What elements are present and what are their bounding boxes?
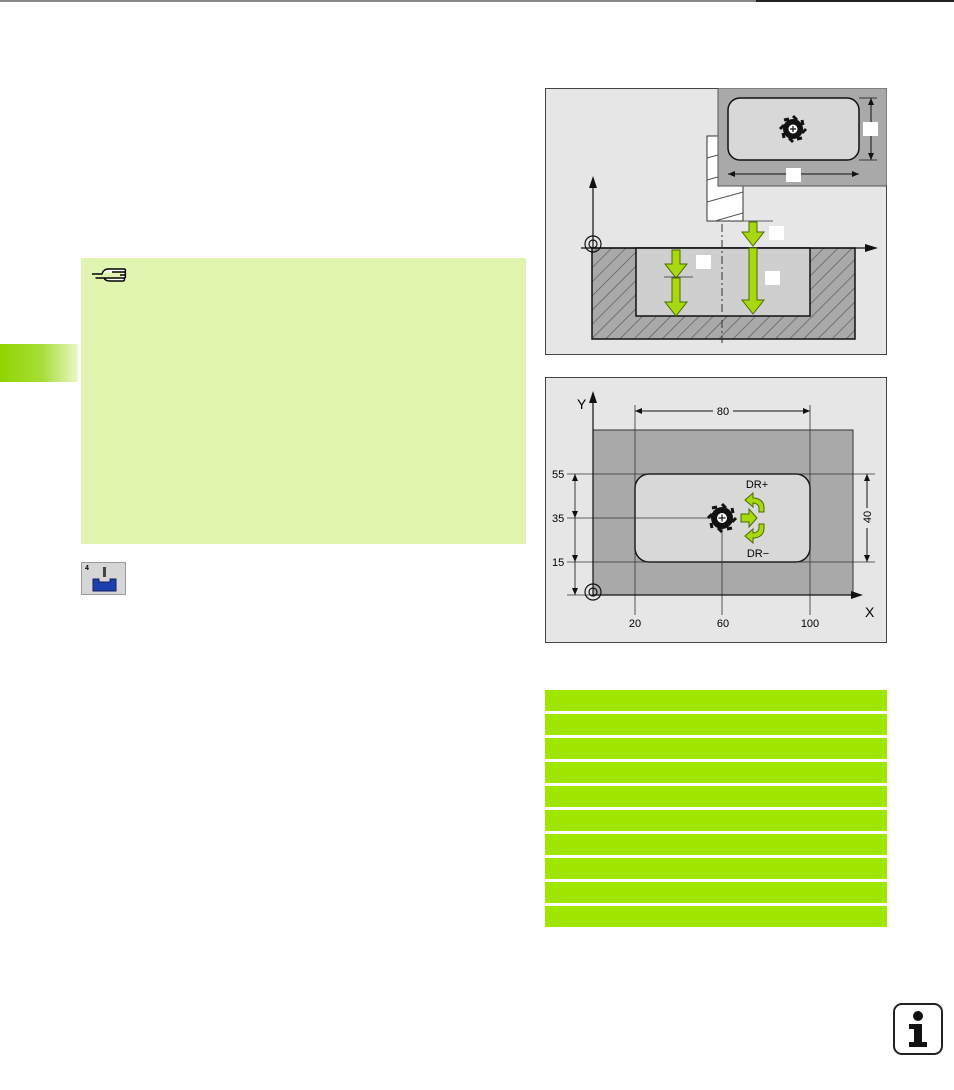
x-tick-100: 100 xyxy=(801,618,819,630)
parameter-table xyxy=(545,690,887,930)
axis-y-label: Y xyxy=(577,396,587,412)
origin-datum-icon xyxy=(584,583,602,601)
y-tick-55: 55 xyxy=(552,469,564,481)
x-tick-20: 20 xyxy=(629,618,641,630)
depth-diagram xyxy=(545,88,887,355)
callout-box-2 xyxy=(863,122,878,136)
note-box xyxy=(81,258,526,544)
axis-x-label: X xyxy=(865,604,875,620)
param-row xyxy=(545,690,887,711)
cutter-icon xyxy=(778,114,808,144)
callout-box-3 xyxy=(769,226,784,240)
y-tick-35: 35 xyxy=(552,513,564,525)
dim-width-label: 80 xyxy=(717,406,729,418)
info-icon xyxy=(909,1011,927,1047)
param-row xyxy=(545,810,887,831)
param-row xyxy=(545,882,887,903)
page-top-rule xyxy=(0,0,954,2)
chapter-side-tab xyxy=(0,344,78,382)
param-row xyxy=(545,762,887,783)
param-row xyxy=(545,714,887,735)
cutter-icon xyxy=(706,502,738,534)
dim-height-label: 40 xyxy=(862,511,874,523)
param-row xyxy=(545,834,887,855)
param-row xyxy=(545,738,887,759)
page-top-rule-accent xyxy=(756,0,954,2)
info-button[interactable] xyxy=(893,1003,943,1055)
callout-box-5 xyxy=(765,271,780,285)
param-row xyxy=(545,906,887,927)
pocket-milling-softkey[interactable]: 4 xyxy=(81,562,126,595)
pocket xyxy=(635,247,811,317)
datum-icon xyxy=(584,235,602,253)
param-row xyxy=(545,786,887,807)
x-tick-60: 60 xyxy=(717,618,729,630)
softkey-number: 4 xyxy=(85,565,89,572)
param-row xyxy=(545,858,887,879)
callout-box-1 xyxy=(786,168,801,182)
callout-box-4 xyxy=(696,255,711,269)
pointing-hand-icon xyxy=(92,268,127,282)
pocket-dimension-diagram: 80 40 Y X 55 35 15 20 60 100 DR+ DR− xyxy=(545,377,887,643)
dr-plus-label: DR+ xyxy=(746,479,768,491)
pocket-milling-icon xyxy=(92,567,117,592)
dr-minus-label: DR− xyxy=(747,548,769,560)
y-tick-15: 15 xyxy=(552,557,564,569)
